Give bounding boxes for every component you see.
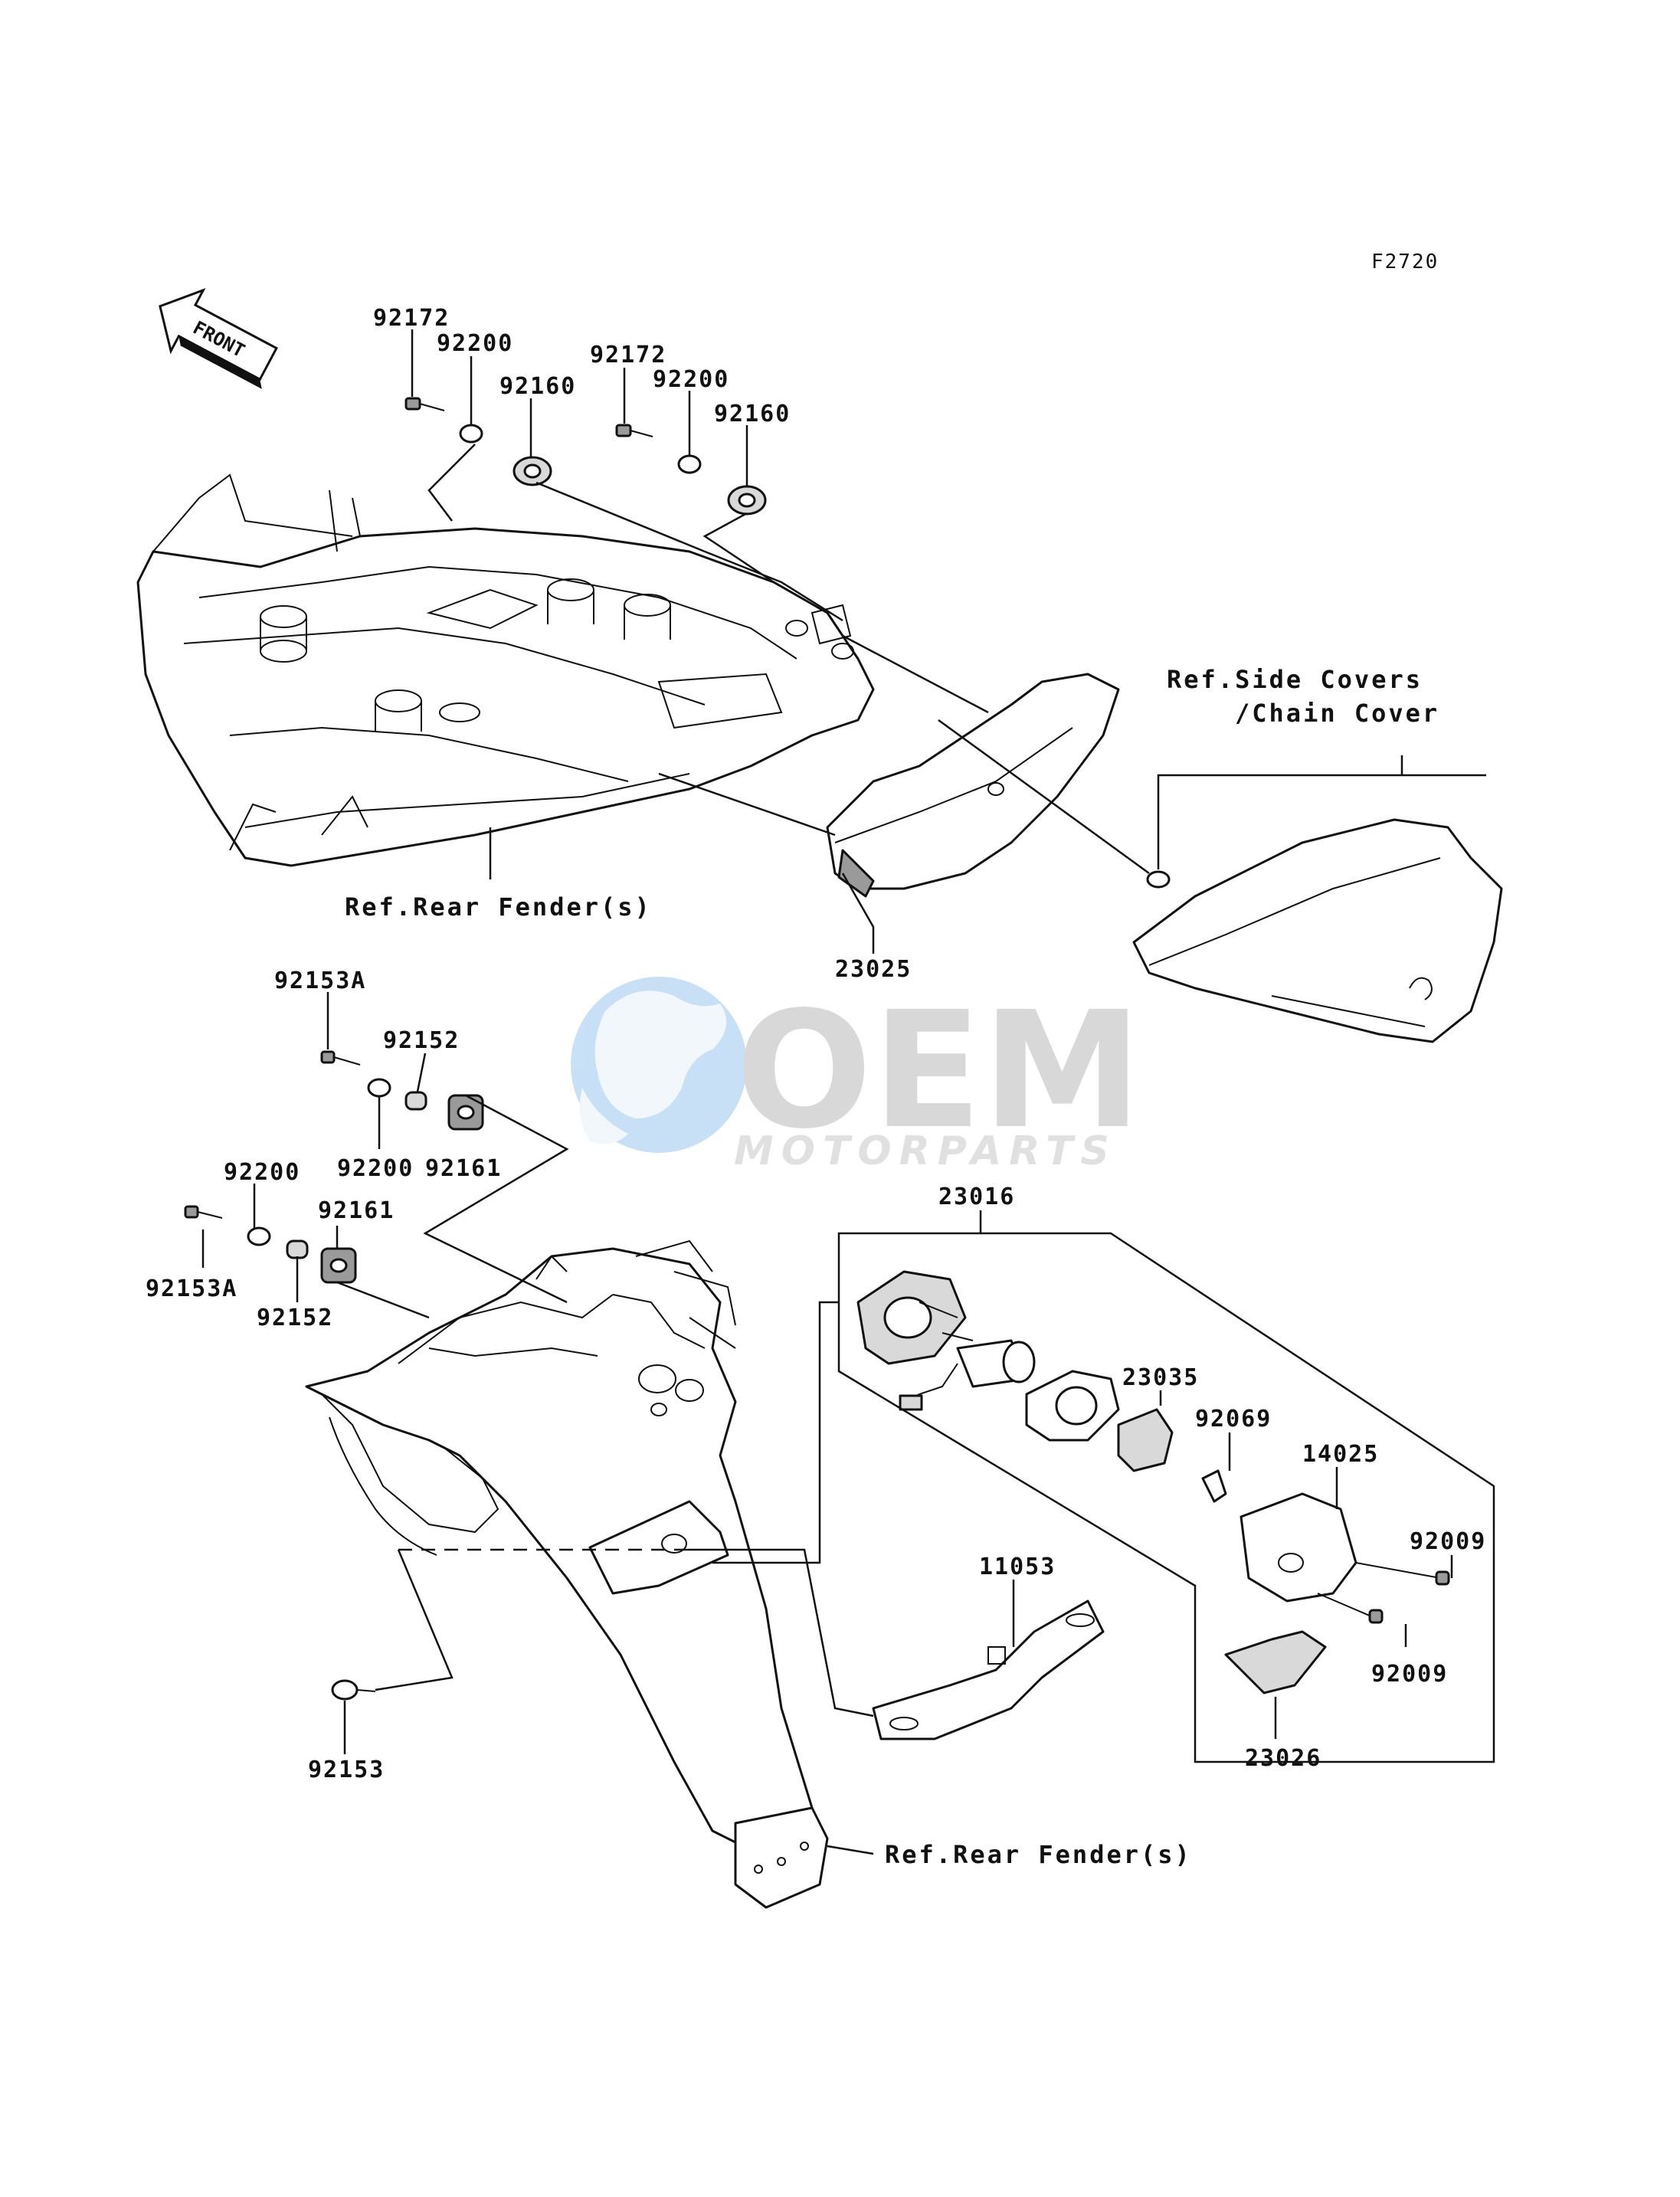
label-23026: 23026 [1245, 1745, 1321, 1772]
tail-cowl-drawing [826, 673, 1120, 898]
label-92160-b: 92160 [714, 401, 791, 427]
screw-92153A-b-icon [184, 1205, 223, 1219]
label-92172-a: 92172 [373, 305, 450, 332]
collar-92152-a-icon [404, 1091, 427, 1111]
part-labels: 92172 92200 92160 92172 92200 92160 2302… [146, 305, 1486, 1869]
leader-lines [201, 329, 1495, 1855]
washer-92200-c-icon [367, 1078, 391, 1098]
label-23016: 23016 [938, 1184, 1015, 1210]
label-11053: 11053 [979, 1554, 1056, 1580]
front-arrow-icon: FRONT [159, 287, 278, 389]
rear-frame-drawing [136, 473, 875, 867]
washer-92200-b-icon [677, 454, 702, 474]
label-92161-b: 92161 [318, 1197, 395, 1224]
license-light-drawing [856, 1270, 1450, 1694]
label-92200-b: 92200 [653, 366, 729, 393]
screw-92153A-a-icon [320, 1050, 361, 1066]
bolt-92153-icon [331, 1679, 376, 1701]
label-92200-a: 92200 [437, 330, 513, 357]
bolt-92172-b-icon [615, 424, 653, 437]
label-92069: 92069 [1195, 1406, 1272, 1432]
ref-rear-fender-top: Ref.Rear Fender(s) [345, 892, 652, 922]
screw-92009-b-icon [1317, 1593, 1384, 1624]
grommet-92161-a-icon [447, 1094, 484, 1131]
side-cover-drawing [1132, 818, 1503, 1043]
watermark-sub: MOTORPARTS [734, 1128, 1117, 1174]
label-92152-b: 92152 [257, 1305, 333, 1331]
ref-rear-fender-bottom: Ref.Rear Fender(s) [885, 1840, 1192, 1869]
label-92152-a: 92152 [383, 1027, 460, 1054]
ref-side-covers-line2: /Chain Cover [1235, 699, 1439, 728]
label-92160-a: 92160 [499, 373, 576, 400]
globe-icon [571, 977, 747, 1153]
bolt-92172-a-icon [404, 397, 445, 411]
label-92153A-b: 92153A [146, 1275, 237, 1302]
label-92172-b: 92172 [590, 342, 666, 368]
figure-code: F2720 [1371, 250, 1439, 273]
screw-92009-a-icon [1355, 1562, 1450, 1586]
watermark: OEM MOTORPARTS [571, 977, 1142, 1174]
grommet-side-cover [1146, 870, 1171, 889]
label-14025: 14025 [1302, 1441, 1379, 1468]
license-bracket-drawing [872, 1599, 1105, 1740]
watermark-brand: OEM [735, 977, 1142, 1164]
ref-side-covers-line1: Ref.Side Covers [1167, 665, 1423, 694]
grommet-92160-a-icon [513, 456, 552, 486]
label-92161-a: 92161 [425, 1155, 502, 1182]
rear-fender-drawing [305, 1239, 829, 1909]
label-92200-c: 92200 [337, 1155, 414, 1182]
label-92009-b: 92009 [1371, 1661, 1448, 1688]
label-92153A-a: 92153A [274, 968, 366, 994]
label-92153: 92153 [308, 1757, 385, 1783]
label-23025: 23025 [835, 956, 912, 983]
top-hardware [404, 397, 767, 516]
grommet-92161-b-icon [320, 1247, 357, 1284]
washer-92200-a-icon [459, 424, 483, 444]
label-92009-a: 92009 [1410, 1528, 1486, 1555]
label-23035: 23035 [1122, 1364, 1199, 1391]
washer-92200-d-icon [247, 1226, 271, 1246]
label-92200-d: 92200 [224, 1159, 300, 1186]
collar-92152-b-icon [286, 1239, 309, 1259]
grommet-92160-b-icon [727, 485, 767, 516]
